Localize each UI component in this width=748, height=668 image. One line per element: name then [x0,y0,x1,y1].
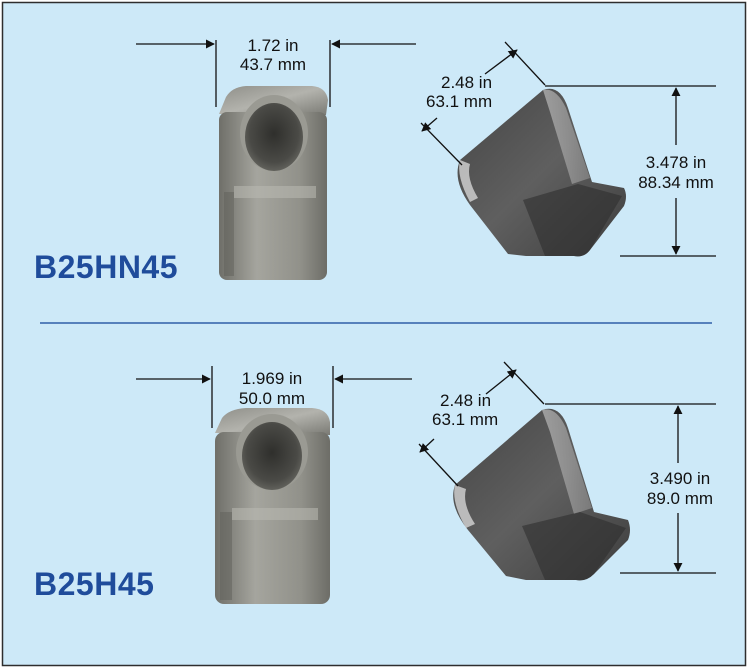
height-millimeters: 89.0 mm [647,489,713,508]
width-dimension: 1.969 in 50.0 mm [136,366,412,428]
block-part-image [219,86,328,280]
tip-part-image [457,88,626,257]
tip-inches: 2.48 in [441,73,492,92]
height-dimension: 3.478 in 88.34 mm [545,85,716,257]
product-section-b25h45: 1.969 in 50.0 mm 2.48 in 63.1 mm 3.490 i… [34,361,716,604]
width-dimension: 1.72 in 43.7 mm [136,36,416,107]
tip-dimension: 2.48 in 63.1 mm [420,41,546,166]
width-millimeters: 50.0 mm [239,389,305,408]
height-inches: 3.490 in [650,469,711,488]
tip-dimension: 2.48 in 63.1 mm [418,361,545,487]
model-label: B25HN45 [34,249,178,285]
width-millimeters: 43.7 mm [240,55,306,74]
model-label: B25H45 [34,566,154,602]
tip-millimeters: 63.1 mm [426,92,492,111]
tip-millimeters: 63.1 mm [432,410,498,429]
height-inches: 3.478 in [646,153,707,172]
tip-inches: 2.48 in [440,391,491,410]
height-dimension: 3.490 in 89.0 mm [545,403,716,574]
product-section-b25hn45: 1.72 in 43.7 mm 2.48 in 63.1 mm 3.478 in [34,36,716,285]
width-inches: 1.72 in [247,36,298,55]
tip-part-image [453,408,630,581]
width-inches: 1.969 in [242,369,303,388]
block-part-image [215,408,330,604]
height-millimeters: 88.34 mm [638,173,714,192]
